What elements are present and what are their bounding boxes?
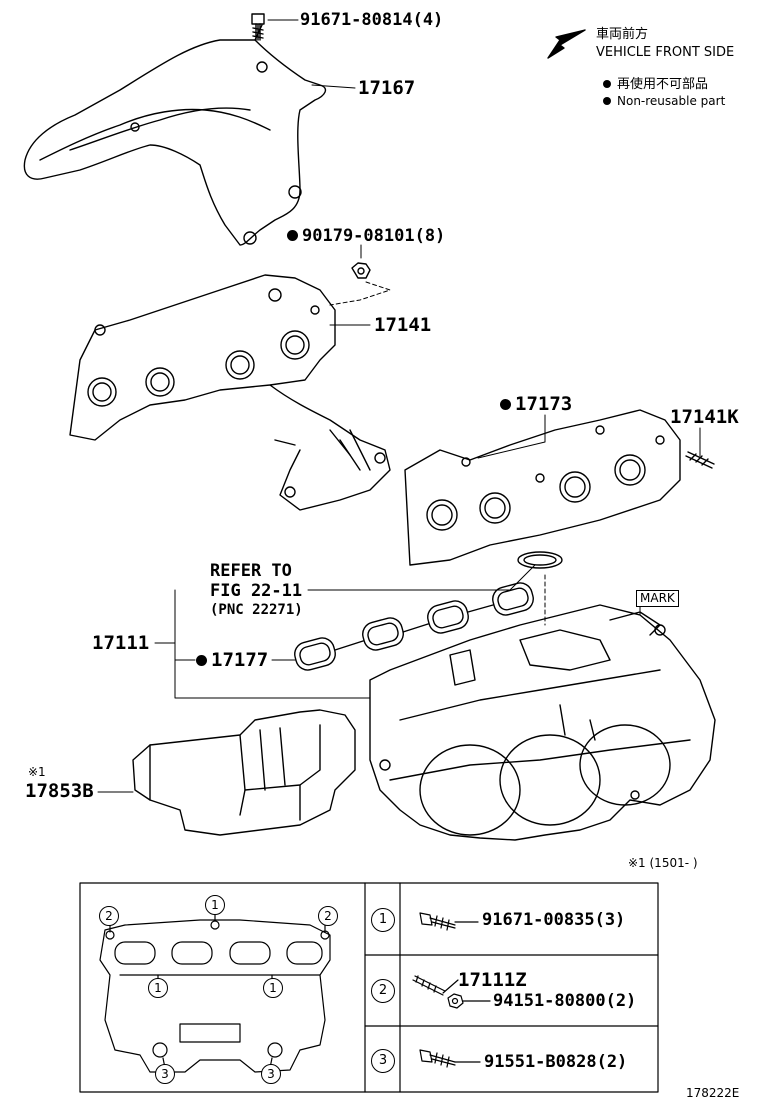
non-reusable-dot-icon (287, 230, 298, 241)
note-mark: ※1 (28, 765, 46, 779)
refer-line-3: (PNC 22271) (210, 602, 303, 618)
part-label-17177[interactable]: 17177 (196, 651, 268, 670)
front-label-en: VEHICLE FRONT SIDE (596, 45, 735, 60)
legend-en: Non-reusable part (603, 95, 725, 107)
bolt-icon (419, 1049, 481, 1068)
part-label-17853B[interactable]: 17853B (25, 780, 94, 802)
cover-17853B (132, 709, 356, 836)
bolt-icon (419, 912, 479, 931)
part-label-91551-B0828[interactable]: 91551-B0828(2) (484, 1052, 628, 1072)
inset-marker-1: 1 (148, 978, 168, 998)
inset-table (79, 882, 659, 1093)
nut-icon (351, 262, 371, 279)
refer-line-1: REFER TO (210, 561, 292, 581)
bullet-icon (603, 97, 611, 105)
inset-marker-1: 1 (263, 978, 283, 998)
mark-label: MARK (636, 590, 679, 607)
part-label-17173[interactable]: 17173 (500, 395, 572, 414)
gasket-17173 (404, 409, 681, 566)
intake-gasket-17177 (294, 551, 563, 671)
leader-lines (97, 19, 701, 793)
exhaust-manifold-17141 (69, 274, 391, 511)
inset-marker-2: 2 (318, 906, 338, 926)
figure-id: 178222E (686, 1086, 740, 1100)
intake-manifold (369, 604, 716, 841)
bullet-icon (603, 80, 611, 88)
inset-marker-1: 2 (99, 906, 119, 926)
non-reusable-dot-icon (500, 399, 511, 410)
inset-marker-3: 3 (155, 1064, 175, 1084)
table-row-number: 3 (371, 1049, 395, 1073)
table-row-number: 1 (371, 908, 395, 932)
front-arrow-icon (547, 29, 586, 59)
footnote: ※1 (1501- ) (628, 856, 698, 870)
bolt-icon (251, 13, 265, 41)
non-reusable-dot-icon (196, 655, 207, 666)
part-label-17111[interactable]: 17111 (92, 632, 150, 654)
table-row-number: 2 (371, 979, 395, 1003)
inset-marker-3: 3 (261, 1064, 281, 1084)
refer-line-2[interactable]: FIG 22-11 (210, 581, 303, 601)
part-label-17141[interactable]: 17141 (374, 314, 432, 336)
stud-icon (685, 451, 715, 469)
part-label-94151-80800[interactable]: 94151-80800(2) (493, 991, 637, 1011)
inset-manifold (99, 913, 331, 1073)
part-label-90179-08101[interactable]: 90179-08101(8) (287, 228, 445, 245)
heat-insulator-17167 (23, 24, 327, 246)
part-label-17141K[interactable]: 17141K (670, 406, 739, 428)
inset-marker-1: 1 (205, 895, 225, 915)
part-label-91671-00835[interactable]: 91671-00835(3) (482, 910, 626, 930)
legend-jp: 再使用不可部品 (603, 78, 708, 91)
stud-icon (412, 975, 459, 996)
part-label-91671-80814[interactable]: 91671-80814(4) (300, 10, 444, 30)
part-label-17167[interactable]: 17167 (358, 77, 416, 99)
nut-icon (447, 993, 491, 1009)
front-label-jp: 車両前方 (596, 27, 649, 42)
part-label-17111Z[interactable]: 17111Z (458, 969, 527, 991)
